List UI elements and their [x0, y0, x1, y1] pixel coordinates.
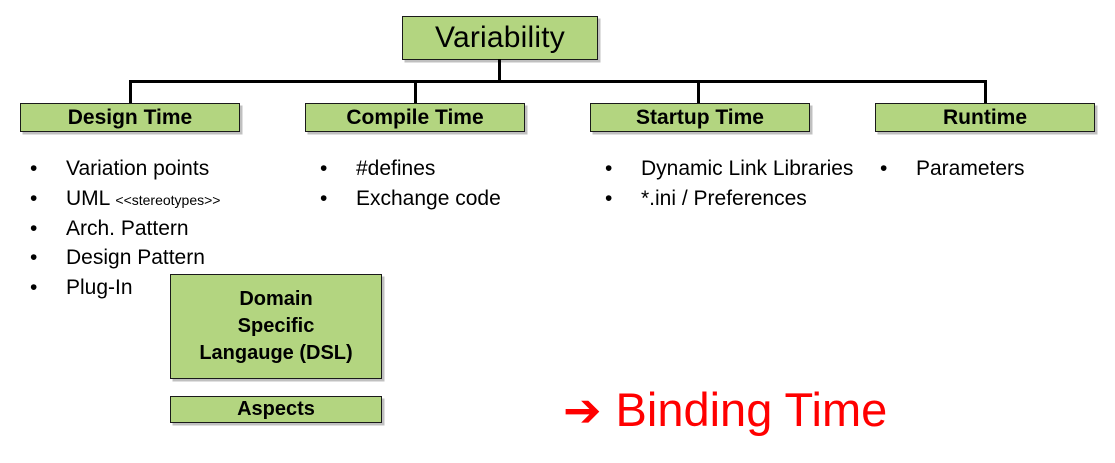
aspects-box: Aspects	[170, 396, 382, 423]
branch-box-design-time: Design Time	[20, 103, 240, 132]
list-item: • UML <<stereotypes>>	[30, 184, 310, 214]
list-item: • *.ini / Preferences	[605, 184, 870, 214]
connector-root-stem	[498, 59, 501, 82]
list-item-text: UML	[66, 186, 110, 210]
list-item-label: Design Pattern	[66, 246, 205, 270]
list-item-label: Plug-In	[66, 276, 133, 300]
list-item-label: Variation points	[66, 157, 210, 180]
list-item: • Arch. Pattern	[30, 214, 310, 244]
list-item-label: Dynamic Link Libraries	[641, 157, 854, 180]
connector-drop-design-time	[129, 80, 132, 104]
connector-horizontal-bus	[130, 80, 987, 83]
connector-drop-runtime	[984, 80, 987, 104]
bullet-point-icon: •	[880, 157, 888, 180]
list-item-label: Exchange code	[356, 186, 501, 210]
right-arrow-icon: ➔	[563, 382, 602, 437]
aspects-box-label: Aspects	[237, 398, 315, 420]
bullet-point-icon: •	[30, 186, 38, 210]
bullet-point-icon: •	[320, 157, 328, 180]
list-item-label: *.ini / Preferences	[641, 186, 807, 210]
bullet-point-icon: •	[30, 276, 38, 300]
bullet-list-design-time: • Variation points • UML <<stereotypes>>…	[30, 154, 310, 303]
list-item: • #defines	[320, 154, 570, 184]
branch-box-runtime: Runtime	[875, 103, 1095, 132]
branch-box-startup-time: Startup Time	[590, 103, 810, 132]
branch-box-label: Compile Time	[346, 105, 484, 129]
root-box-label: Variability	[434, 21, 566, 54]
dsl-box-line-2: Specific	[237, 315, 315, 338]
binding-time-callout: ➔ Binding Time	[563, 386, 887, 433]
list-item: • Variation points	[30, 154, 310, 184]
bullet-point-icon: •	[30, 246, 38, 270]
branch-box-compile-time: Compile Time	[305, 103, 525, 132]
list-item-label: UML <<stereotypes>>	[66, 184, 310, 214]
bullet-list-runtime: • Parameters	[880, 154, 1100, 184]
bullet-point-icon: •	[605, 186, 613, 210]
list-item: • Parameters	[880, 154, 1100, 184]
bullet-point-icon: •	[320, 186, 328, 210]
list-item-label: Parameters	[916, 157, 1025, 180]
list-item: • Design Pattern	[30, 243, 310, 273]
dsl-box-line-3: Langauge (DSL)	[199, 341, 353, 364]
branch-box-label: Design Time	[67, 105, 193, 129]
bullet-point-icon: •	[30, 216, 38, 240]
list-item-stereotype-tag: <<stereotypes>>	[115, 191, 221, 208]
branch-box-label: Startup Time	[636, 105, 764, 129]
bullet-point-icon: •	[605, 157, 613, 180]
connector-drop-compile-time	[414, 80, 417, 104]
list-item-label: Arch. Pattern	[66, 216, 189, 240]
dsl-box-line-1: Domain	[239, 288, 313, 311]
dsl-box: Domain Specific Langauge (DSL)	[170, 274, 382, 379]
list-item: • Dynamic Link Libraries	[605, 154, 870, 184]
binding-time-label: Binding Time	[615, 383, 888, 436]
list-item-label: #defines	[356, 157, 436, 180]
branch-box-label: Runtime	[943, 105, 1027, 129]
list-item: • Plug-In	[30, 273, 310, 303]
root-box-variability: Variability	[402, 16, 598, 60]
connector-drop-startup-time	[697, 80, 700, 104]
bullet-list-startup-time: • Dynamic Link Libraries • *.ini / Prefe…	[605, 154, 870, 214]
bullet-point-icon: •	[30, 157, 38, 180]
list-item: • Exchange code	[320, 184, 570, 214]
bullet-list-compile-time: • #defines • Exchange code	[320, 154, 570, 214]
